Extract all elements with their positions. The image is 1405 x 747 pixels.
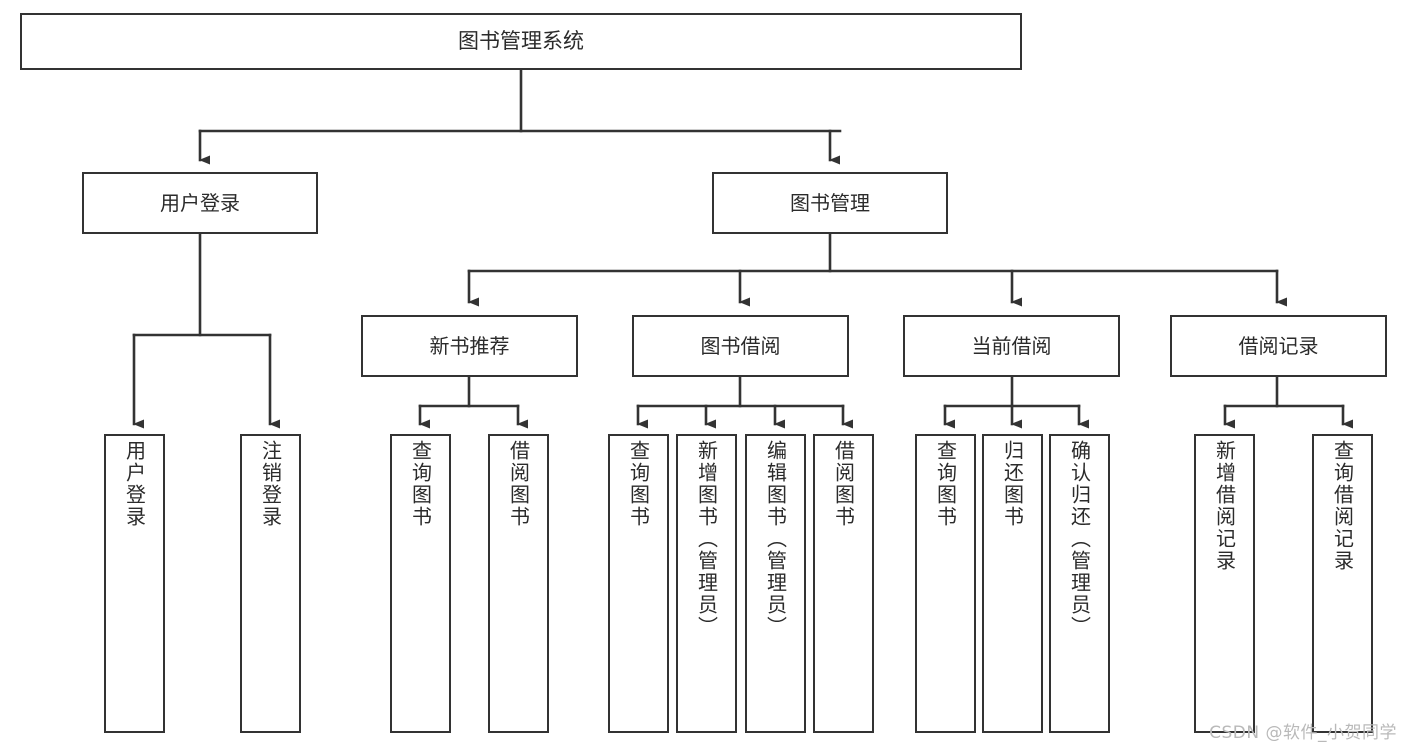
leaf-borrow-record-1[interactable]: 查询借阅记录 <box>1312 434 1373 733</box>
node-book-borrow[interactable]: 图书借阅 <box>632 315 849 377</box>
leaf-new-book-rec-1[interactable]: 借阅图书 <box>488 434 549 733</box>
leaf-book-borrow-3[interactable]: 借阅图书 <box>813 434 874 733</box>
node-label: 图书管理系统 <box>458 29 584 54</box>
node-label: 新书推荐 <box>429 333 510 358</box>
node-label: 归还图书 <box>1000 440 1025 528</box>
node-label: 查询借阅记录 <box>1330 440 1355 572</box>
node-label: 图书管理 <box>790 190 870 215</box>
node-label: 注销登录 <box>258 440 283 528</box>
node-label: 查询图书 <box>626 440 651 528</box>
node-label: 新增图书（管理员） <box>694 440 719 638</box>
node-label: 借阅图书 <box>831 440 856 528</box>
csdn-watermark: CSDN @软件_小贺同学 <box>1209 723 1397 743</box>
leaf-current-borrow-0[interactable]: 查询图书 <box>915 434 976 733</box>
node-label: 借阅图书 <box>506 440 531 528</box>
leaf-book-borrow-0[interactable]: 查询图书 <box>608 434 669 733</box>
node-new-book-recommend[interactable]: 新书推荐 <box>361 315 578 377</box>
node-label: 确认归还（管理员） <box>1067 440 1092 638</box>
leaf-book-borrow-2[interactable]: 编辑图书（管理员） <box>745 434 806 733</box>
node-label: 借阅记录 <box>1238 333 1319 358</box>
leaf-current-borrow-1[interactable]: 归还图书 <box>982 434 1043 733</box>
node-label: 用户登录 <box>160 190 240 215</box>
leaf-current-borrow-2[interactable]: 确认归还（管理员） <box>1049 434 1110 733</box>
node-label: 用户登录 <box>122 440 147 528</box>
node-label: 新增借阅记录 <box>1212 440 1237 572</box>
node-label: 查询图书 <box>933 440 958 528</box>
node-book-manage[interactable]: 图书管理 <box>712 172 948 234</box>
leaf-borrow-record-0[interactable]: 新增借阅记录 <box>1194 434 1255 733</box>
node-label: 查询图书 <box>408 440 433 528</box>
node-current-borrow[interactable]: 当前借阅 <box>903 315 1120 377</box>
node-root-system[interactable]: 图书管理系统 <box>20 13 1022 70</box>
leaf-user-login-0[interactable]: 用户登录 <box>104 434 165 733</box>
leaf-new-book-rec-0[interactable]: 查询图书 <box>390 434 451 733</box>
node-user-login[interactable]: 用户登录 <box>82 172 318 234</box>
node-label: 当前借阅 <box>971 333 1052 358</box>
leaf-book-borrow-1[interactable]: 新增图书（管理员） <box>676 434 737 733</box>
node-label: 图书借阅 <box>700 333 781 358</box>
leaf-user-login-1[interactable]: 注销登录 <box>240 434 301 733</box>
node-borrow-record[interactable]: 借阅记录 <box>1170 315 1387 377</box>
node-label: 编辑图书（管理员） <box>763 440 788 638</box>
